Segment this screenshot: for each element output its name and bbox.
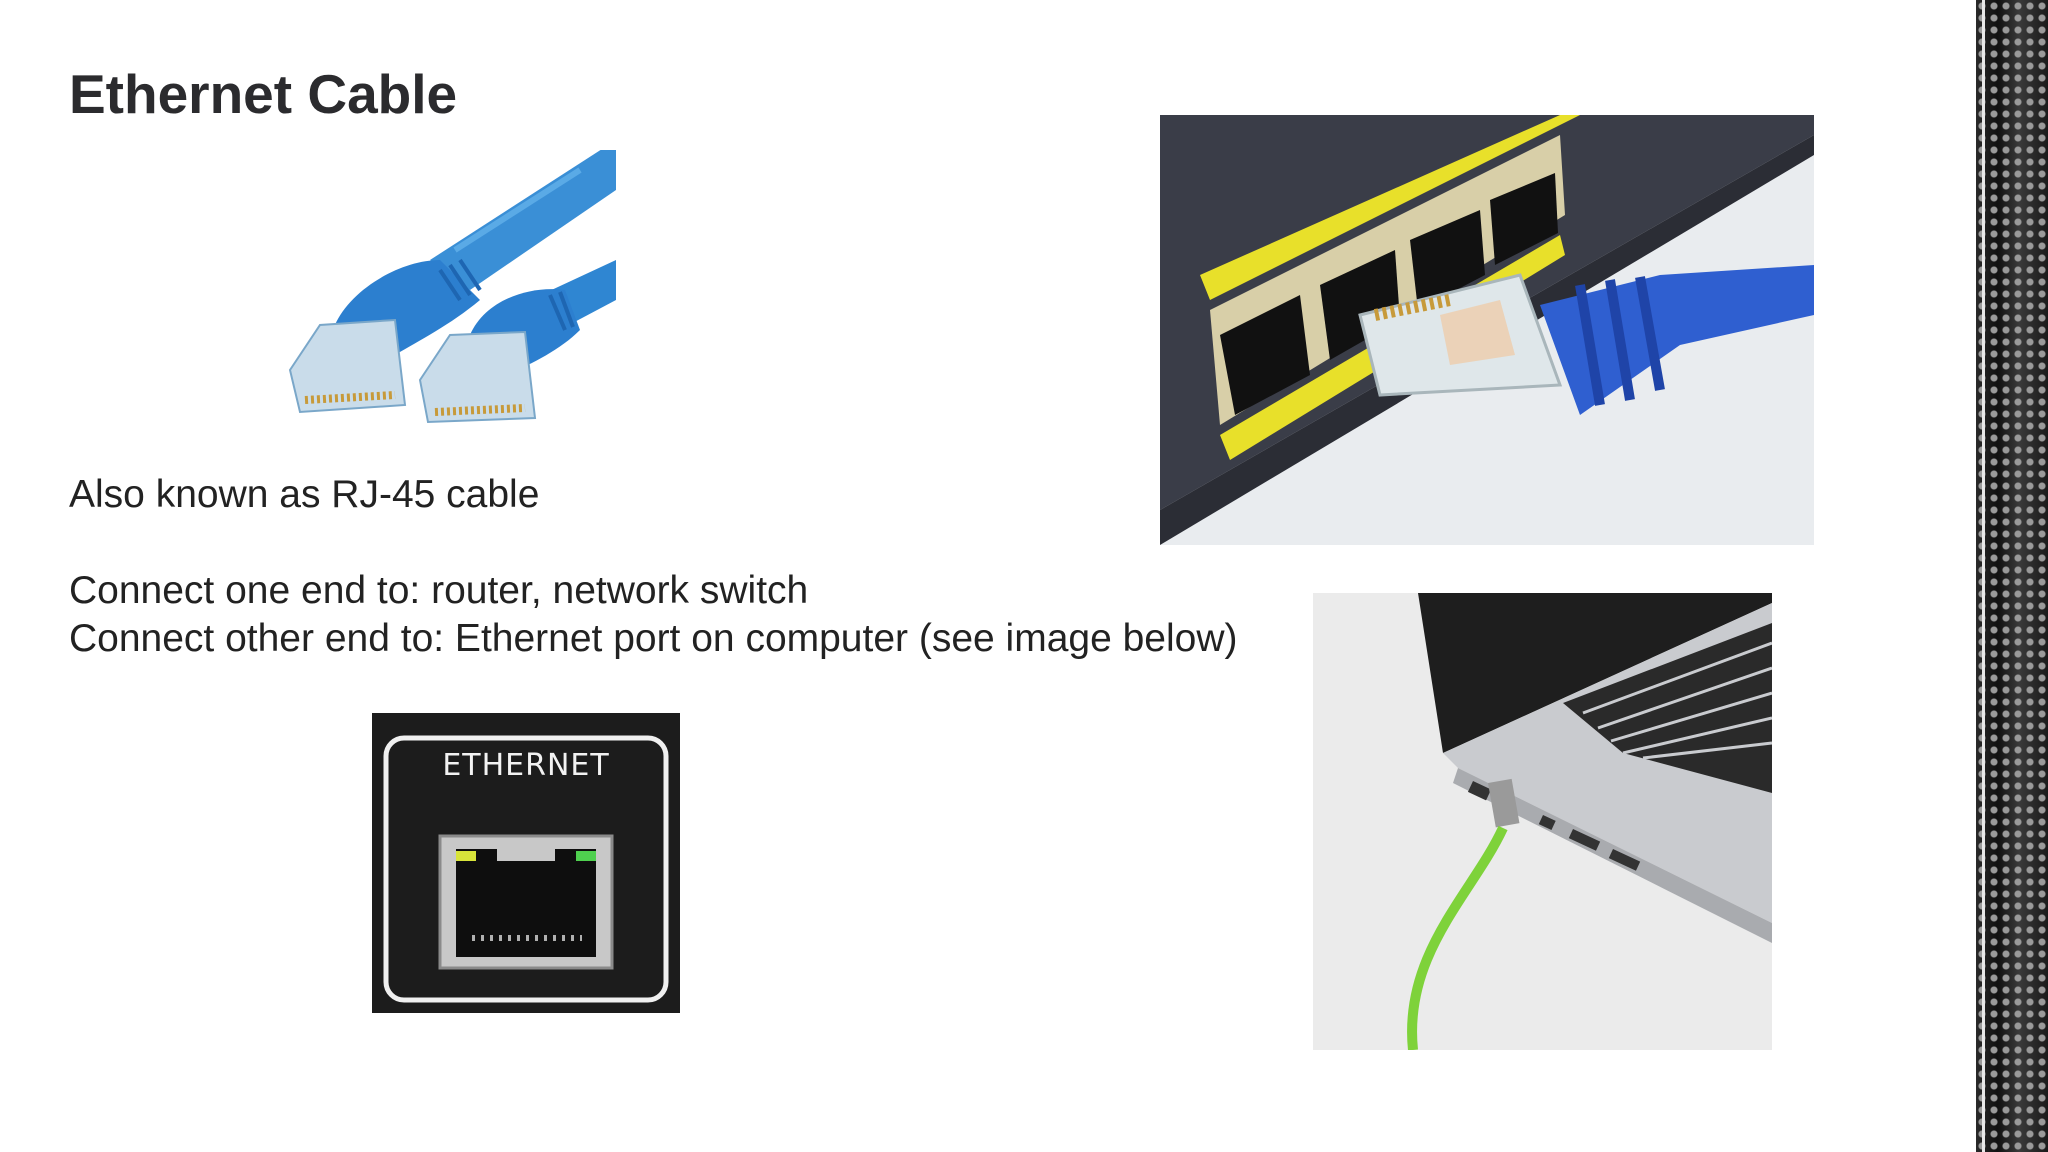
laptop-port-image [1313,593,1772,1050]
ethernet-port-image: ETHERNET [372,713,680,1013]
router-ports-image [1160,115,1814,545]
connect-other-end-text: Connect other end to: Ethernet port on c… [69,617,1238,660]
decorative-side-strip [1976,0,2048,1152]
port-label: ETHERNET [442,748,609,783]
connect-one-end-text: Connect one end to: router, network swit… [69,569,809,612]
aka-text: Also known as RJ-45 cable [69,473,540,516]
rj45-cables-image [280,150,616,440]
slide-title: Ethernet Cable [69,63,458,125]
